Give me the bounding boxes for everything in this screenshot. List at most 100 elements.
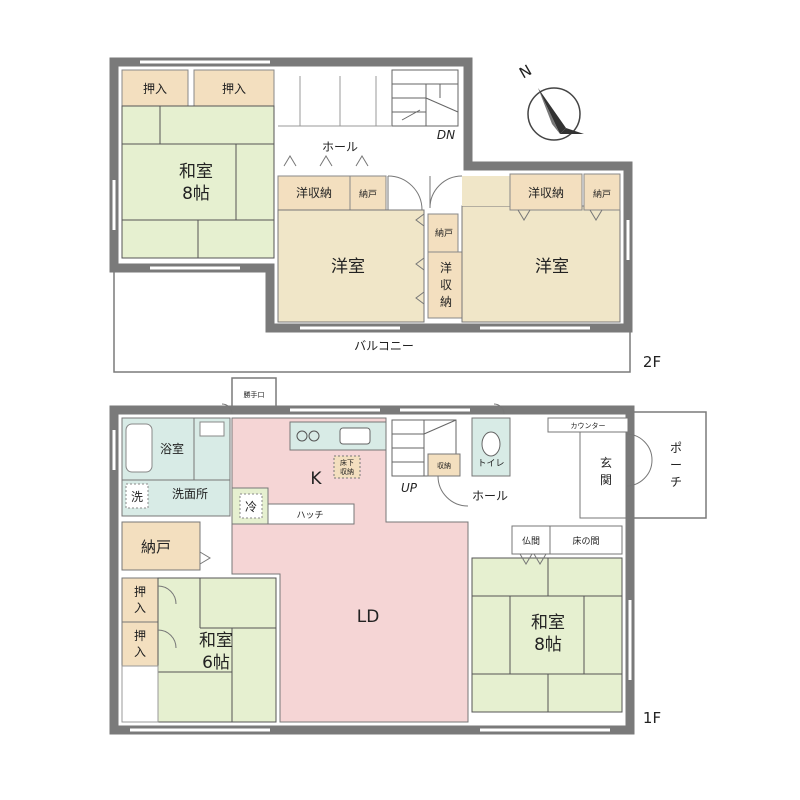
oshiire-lower-2 [121, 621, 159, 667]
hall-partitions [278, 76, 392, 127]
label-butsuma: 仏間 [522, 536, 540, 547]
label-genkan-1: 玄 [600, 455, 612, 470]
nando-left-box [349, 175, 387, 211]
stairs-lower [391, 419, 457, 477]
tatami-lines-upper [122, 106, 274, 258]
label-ld: LD [357, 607, 380, 627]
label-yoshunou-mid-1: 洋 [440, 260, 452, 275]
label-washitsu-8-lower-size: 8帖 [534, 635, 562, 655]
label-yoshitsu-left: 洋室 [331, 257, 365, 277]
nando-right-box [583, 173, 621, 211]
label-balcony: バルコニー [354, 339, 414, 353]
label-porch-3: チ [670, 475, 682, 489]
label-washer: 洗 [131, 490, 143, 504]
label-yoshunou-mid-3: 納 [440, 295, 452, 309]
yoshunou-right [509, 173, 583, 211]
stairs-upper [391, 69, 459, 127]
windows-upper [112, 60, 630, 330]
yoshunou-mid-box [427, 251, 463, 319]
oshiire-2 [193, 69, 275, 107]
label-fridge: 冷 [245, 500, 257, 514]
lower-floor: 勝手口 浴室 洗 洗面所 K 床下 収納 冷 ハッチ UP 収納 トイレ ホール… [109, 377, 707, 735]
label-oshiire-2: 押入 [222, 82, 246, 96]
label-tokonoma: 床の間 [572, 535, 599, 547]
label-yukashita-1: 床下 [340, 458, 354, 467]
genkan [579, 431, 627, 519]
label-kattekuchi: 勝手口 [244, 390, 265, 399]
oshiire-1 [121, 69, 189, 107]
label-bath: 浴室 [160, 441, 184, 456]
label-nando-right: 納戸 [593, 188, 611, 200]
tokonoma-box [549, 525, 623, 555]
label-toilet: トイレ [477, 459, 504, 469]
label-oshiire-lower-1a: 押 [134, 585, 146, 599]
hall-upper [278, 70, 460, 176]
stove-burner-1 [296, 430, 308, 442]
label-nando-mid: 納戸 [435, 227, 453, 239]
label-washitsu-upper: 和室 [179, 162, 213, 182]
label-stairs-dn: DN [437, 128, 455, 142]
label-nando-lower: 納戸 [141, 538, 171, 556]
label-yukashita-2: 収納 [340, 467, 354, 476]
nando-lower [121, 521, 201, 571]
stove-burner-2 [308, 430, 320, 442]
windows-lower [112, 408, 632, 732]
label-oshiire-lower-2a: 押 [134, 629, 146, 643]
yoshitsu-right [461, 205, 621, 323]
label-yoshunou-mid-2: 収 [440, 278, 452, 292]
kattekuchi-box [231, 377, 277, 409]
toilet-bowl [481, 431, 501, 457]
nando-mid-box [427, 213, 459, 253]
label-porch-1: ポ [670, 441, 682, 455]
label-counter: カウンター [571, 421, 606, 430]
yukashita-box [333, 455, 361, 479]
hall-door-swing [437, 475, 469, 507]
tatami-lines-6 [158, 578, 276, 722]
label-nando-left: 納戸 [359, 188, 377, 200]
lower-left-nook [121, 665, 159, 723]
washitsu-8-lower [471, 557, 623, 713]
label-yoshitsu-right: 洋室 [535, 257, 569, 277]
label-washitsu-upper-size: 8帖 [182, 184, 210, 204]
floor-label-2f: 2F [643, 353, 661, 371]
hatch-counter [267, 503, 355, 525]
yoshitsu-left [277, 209, 425, 323]
door-swings-lower [157, 403, 547, 649]
door-swings-upper [283, 155, 603, 305]
genkan-door-swing [625, 433, 653, 487]
sink-wash [199, 421, 225, 437]
kitchen-sink [339, 427, 371, 445]
label-yoshunou-left: 洋収納 [296, 185, 332, 200]
kitchen-counter [289, 421, 387, 451]
fridge-box [239, 493, 263, 519]
label-oshiire-1: 押入 [143, 82, 167, 96]
ldk [231, 417, 469, 723]
label-shunou: 収納 [437, 461, 451, 470]
shunou-box [427, 453, 461, 477]
label-senmenjo: 洗面所 [172, 487, 208, 501]
washitsu-6 [157, 577, 277, 723]
label-washitsu-6: 和室 [199, 631, 233, 651]
label-hall-lower: ホール [472, 489, 508, 503]
porch [629, 411, 707, 519]
floor-label-1f: 1F [643, 709, 661, 727]
label-washitsu-8-lower: 和室 [531, 613, 565, 633]
label-stairs-up: UP [401, 481, 418, 495]
compass-north-label: N [516, 61, 535, 82]
label-hall-upper: ホール [322, 140, 358, 154]
washer-box [125, 483, 149, 509]
label-hatch: ハッチ [296, 510, 323, 521]
upper-floor: 押入 押入 和室 8帖 ホール DN 洋収納 納戸 洋室 納戸 洋 収 納 洋収… [109, 57, 661, 373]
yoshunou-left [277, 175, 351, 211]
counter-box [547, 417, 629, 433]
tatami-lines-8-lower [472, 558, 622, 712]
label-oshiire-lower-1b: 入 [134, 601, 146, 615]
compass-icon: N [516, 61, 584, 141]
label-porch-2: ー [670, 458, 682, 472]
label-oshiire-lower-2b: 入 [134, 645, 146, 659]
label-washitsu-6-size: 6帖 [202, 653, 230, 673]
label-genkan-2: 関 [600, 473, 612, 487]
bathtub [125, 423, 153, 473]
label-yoshunou-right: 洋収納 [528, 185, 564, 200]
